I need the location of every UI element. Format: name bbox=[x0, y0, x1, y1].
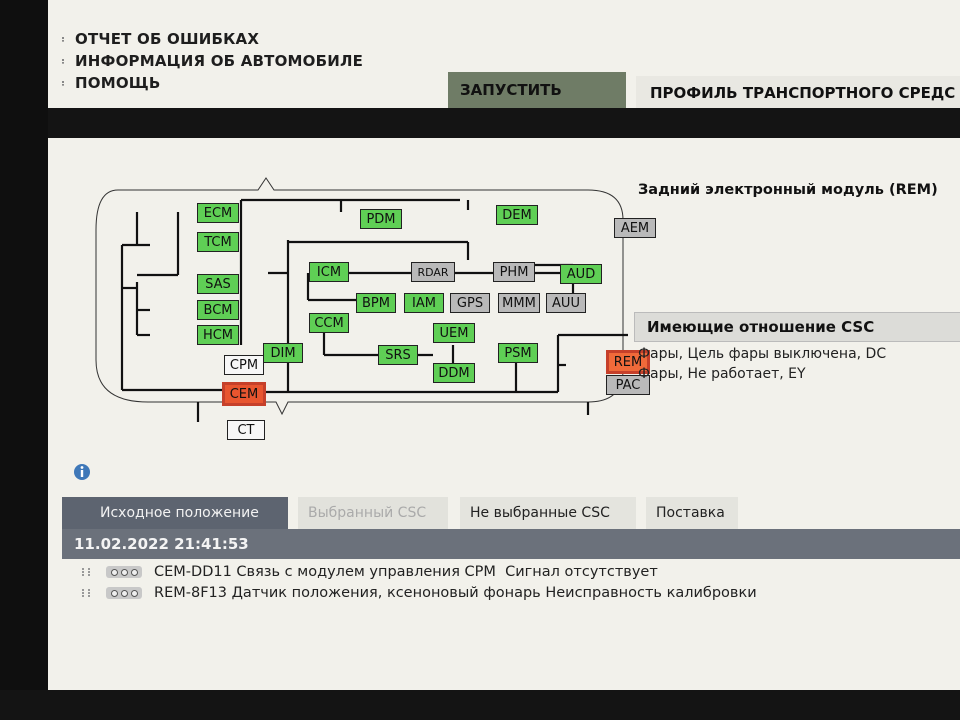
tab-delivery[interactable]: Поставка bbox=[646, 497, 738, 529]
monitor-bezel bbox=[0, 690, 960, 720]
module-iam[interactable]: IAM bbox=[404, 293, 444, 313]
module-phm[interactable]: PHM bbox=[493, 262, 535, 282]
network-wiring bbox=[95, 177, 628, 422]
status-dot bbox=[110, 589, 118, 597]
tab-vehicle-profile[interactable]: ПРОФИЛЬ ТРАНСПОРТНОГО СРЕДС bbox=[636, 76, 960, 110]
tab-not-selected-csc[interactable]: Не выбранные CSC bbox=[460, 497, 636, 529]
module-dem[interactable]: DEM bbox=[496, 205, 538, 225]
module-ccm[interactable]: CCM bbox=[309, 313, 349, 333]
bottom-tabs: Исходное положение Выбранный CSC Не выбр… bbox=[62, 497, 960, 529]
module-pdm[interactable]: PDM bbox=[360, 209, 402, 229]
module-bcm[interactable]: BCM bbox=[197, 300, 239, 320]
status-dot bbox=[130, 589, 138, 597]
module-cpm[interactable]: CPM bbox=[224, 355, 264, 375]
menu-item-label: ОТЧЕТ ОБ ОШИБКАХ bbox=[75, 30, 260, 48]
tab-start[interactable]: ЗАПУСТИТЬ bbox=[448, 72, 626, 108]
module-psm[interactable]: PSM bbox=[498, 343, 538, 363]
menu-item-help[interactable]: ПОМОЩЬ bbox=[62, 72, 363, 94]
info-icon[interactable] bbox=[72, 462, 92, 482]
dtc-row[interactable]: REM-8F13 Датчик положения, ксеноновый фо… bbox=[82, 583, 757, 603]
module-srs[interactable]: SRS bbox=[378, 345, 418, 365]
module-ecm[interactable]: ECM bbox=[197, 203, 239, 223]
status-dot bbox=[120, 568, 128, 576]
menu-item-vehicle-info[interactable]: ИНФОРМАЦИЯ ОБ АВТОМОБИЛЕ bbox=[62, 50, 363, 72]
module-rdar[interactable]: RDAR bbox=[411, 262, 455, 282]
module-auu[interactable]: AUU bbox=[546, 293, 586, 313]
menu-bullet-icon bbox=[62, 80, 69, 86]
dtc-status-icon bbox=[106, 566, 142, 578]
menu-bullet-icon bbox=[62, 58, 69, 64]
module-rem[interactable]: REM bbox=[606, 350, 650, 374]
session-timestamp-bar: 11.02.2022 21:41:53 bbox=[62, 529, 960, 559]
module-ct[interactable]: CT bbox=[227, 420, 265, 440]
tab-label: Исходное положение bbox=[100, 505, 259, 521]
module-sas[interactable]: SAS bbox=[197, 274, 239, 294]
module-cem[interactable]: CEM bbox=[222, 382, 266, 406]
csc-item[interactable]: Фары, Цель фары выключена, DC bbox=[638, 346, 887, 362]
module-aem[interactable]: AEM bbox=[614, 218, 656, 238]
csc-item[interactable]: Фары, Не работает, EY bbox=[638, 366, 806, 382]
module-hcm[interactable]: HCM bbox=[197, 325, 239, 345]
dtc-text: REM-8F13 Датчик положения, ксеноновый фо… bbox=[154, 585, 757, 601]
selected-module-title: Задний электронный модуль (REM) bbox=[638, 182, 938, 198]
menu-item-label: ПОМОЩЬ bbox=[75, 74, 161, 92]
tab-selected-csc[interactable]: Выбранный CSC bbox=[298, 497, 448, 529]
related-csc-header: Имеющие отношение CSC bbox=[634, 312, 960, 342]
module-bpm[interactable]: BPM bbox=[356, 293, 396, 313]
drag-handle-icon[interactable] bbox=[82, 589, 90, 597]
module-aud[interactable]: AUD bbox=[560, 264, 602, 284]
dtc-row[interactable]: CEM-DD11 Связь с модулем управления CPM … bbox=[82, 562, 658, 582]
application-screen: ОТЧЕТ ОБ ОШИБКАХ ИНФОРМАЦИЯ ОБ АВТОМОБИЛ… bbox=[48, 0, 960, 720]
header-divider-bar bbox=[48, 108, 960, 138]
menu-item-error-report[interactable]: ОТЧЕТ ОБ ОШИБКАХ bbox=[62, 28, 363, 50]
module-pac[interactable]: PAC bbox=[606, 375, 650, 395]
network-diagram: ECM TCM SAS BCM HCM CPM CEM CT DIM PDM D… bbox=[88, 170, 656, 460]
dtc-text: CEM-DD11 Связь с модулем управления CPM … bbox=[154, 564, 658, 580]
vehicle-outline bbox=[95, 177, 624, 416]
module-mmm[interactable]: MMM bbox=[498, 293, 540, 313]
status-dot bbox=[120, 589, 128, 597]
session-timestamp: 11.02.2022 21:41:53 bbox=[74, 535, 249, 553]
module-uem[interactable]: UEM bbox=[433, 323, 475, 343]
tab-initial-position[interactable]: Исходное положение bbox=[62, 497, 288, 529]
drag-handle-icon[interactable] bbox=[82, 568, 90, 576]
module-ddm[interactable]: DDM bbox=[433, 363, 475, 383]
module-dim[interactable]: DIM bbox=[263, 343, 303, 363]
module-gps[interactable]: GPS bbox=[450, 293, 490, 313]
top-menu: ОТЧЕТ ОБ ОШИБКАХ ИНФОРМАЦИЯ ОБ АВТОМОБИЛ… bbox=[62, 28, 363, 94]
status-dot bbox=[110, 568, 118, 576]
module-icm[interactable]: ICM bbox=[309, 262, 349, 282]
related-csc-list: Фары, Цель фары выключена, DC Фары, Не р… bbox=[638, 344, 886, 384]
dtc-status-icon bbox=[106, 587, 142, 599]
menu-item-label: ИНФОРМАЦИЯ ОБ АВТОМОБИЛЕ bbox=[75, 52, 364, 70]
module-tcm[interactable]: TCM bbox=[197, 232, 239, 252]
menu-bullet-icon bbox=[62, 36, 69, 42]
status-dot bbox=[130, 568, 138, 576]
